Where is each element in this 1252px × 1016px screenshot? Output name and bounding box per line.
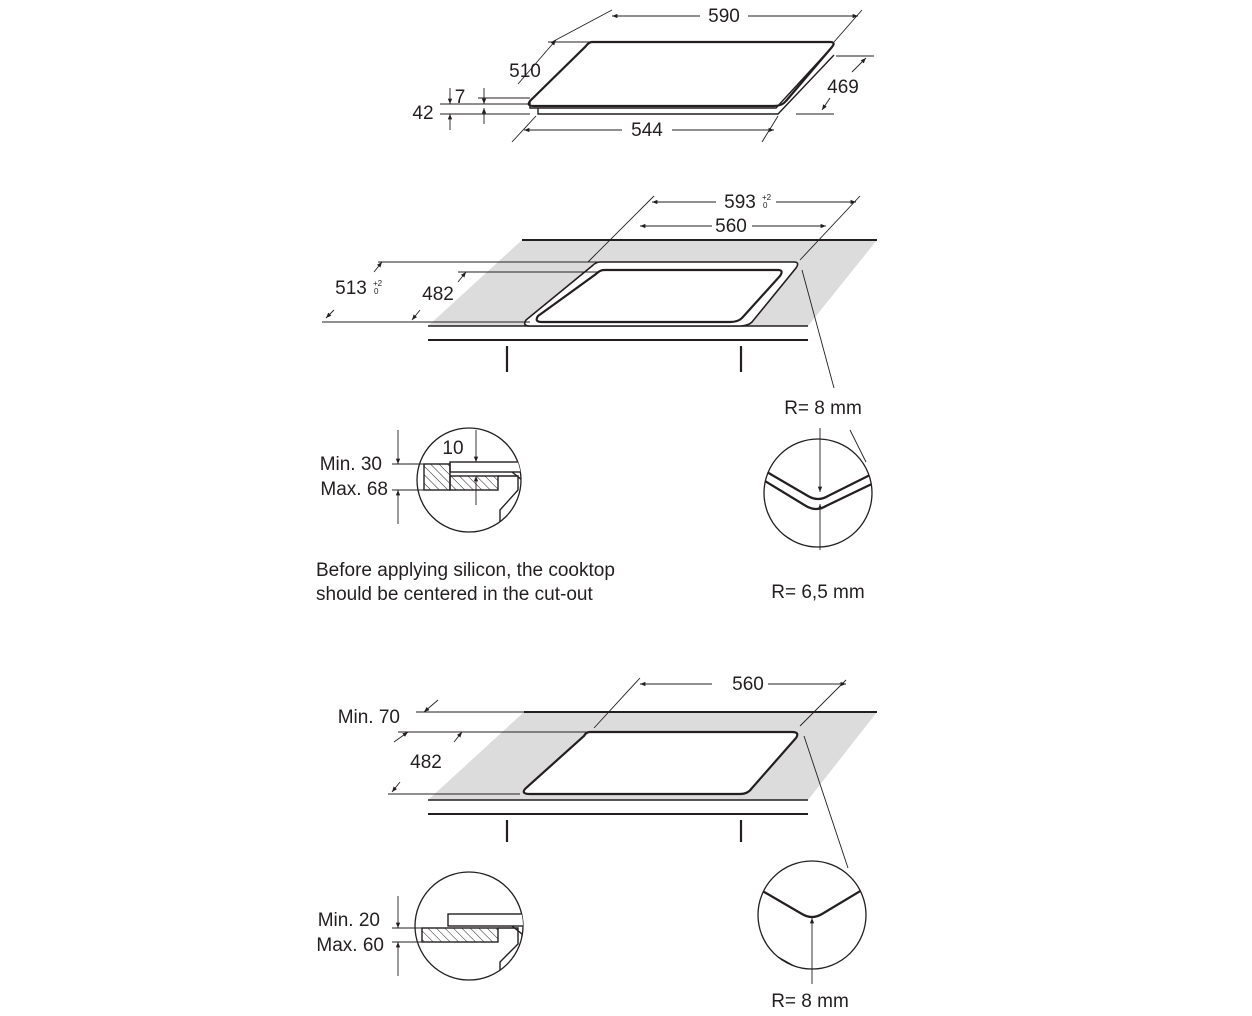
worktop-max-60: Max. 60	[316, 935, 384, 956]
dim-inner-width-560: 560	[715, 216, 747, 237]
dim-body-544: 544	[631, 120, 663, 141]
tol-minus-593: 0	[763, 201, 768, 210]
dim-height-42: 42	[412, 103, 433, 124]
dim-outer-depth-513: 513	[335, 278, 367, 299]
cooktop-body-outline	[537, 54, 835, 115]
corner-radius-detail: R= 8 mm R= 6,5 mm	[763, 398, 873, 603]
tol-minus-513: 0	[374, 287, 379, 296]
dim-inner-depth-482: 482	[422, 284, 454, 305]
dim-width-560: 560	[732, 674, 764, 695]
cutout-hole-2	[522, 730, 799, 796]
corner-radius-detail-2: R= 8 mm	[757, 860, 867, 1012]
tol-plus-593: +2	[762, 193, 772, 202]
cutout-hole	[535, 268, 783, 324]
dim-body-469: 469	[827, 77, 859, 98]
tol-plus-513: +2	[373, 279, 383, 288]
standard-cutout-view: 560 Min. 70 482 Min. 20 Ma	[316, 674, 877, 1012]
cooktop-glass-edge	[529, 46, 833, 109]
dim-glass-7: 7	[455, 87, 466, 108]
rebate-depth-10: 10	[442, 438, 463, 459]
dim-outer-width-593: 593	[724, 192, 756, 213]
cooktop-dimensions-view: 590 510 7 42 544 469	[412, 6, 874, 143]
radius-6-5mm-label: R= 6,5 mm	[771, 582, 864, 603]
radius-8mm-label-2: R= 8 mm	[771, 991, 849, 1012]
front-clearance-min70: Min. 70	[338, 707, 400, 728]
silicon-note-line1: Before applying silicon, the cooktop	[316, 560, 615, 581]
worktop-min-30: Min. 30	[320, 454, 382, 475]
worktop-min-20: Min. 20	[318, 910, 380, 931]
radius-8mm-label: R= 8 mm	[784, 398, 862, 419]
dim-depth-510: 510	[509, 61, 541, 82]
flush-cutout-view: 593 +2 0 560 513 +2 0 482	[316, 192, 877, 605]
worktop-section-detail-2: Min. 20 Max. 60	[316, 871, 524, 981]
cooktop-glass-outline	[527, 40, 835, 108]
silicon-note-line2: should be centered in the cut-out	[316, 584, 593, 605]
worktop-section-detail: 10 Min. 30 Max. 68	[320, 427, 522, 533]
dim-depth-482: 482	[410, 752, 442, 773]
worktop-max-68: Max. 68	[320, 479, 388, 500]
dim-width-590: 590	[708, 6, 740, 27]
